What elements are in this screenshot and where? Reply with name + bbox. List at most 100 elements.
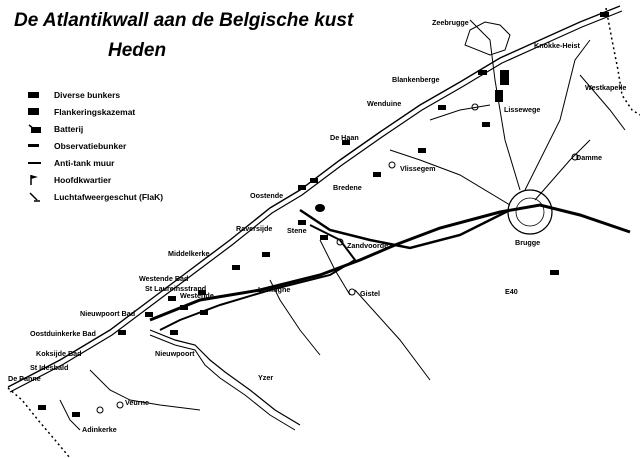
label-de-panne: De Panne [8, 374, 41, 383]
observation-bunker-icon [28, 144, 54, 147]
legend-label: Batterij [54, 123, 84, 134]
road-veurne [89, 369, 201, 411]
headquarters-flag-icon [28, 174, 54, 186]
label-de-haan: De Haan [330, 133, 359, 142]
flak-gun-icon [28, 191, 54, 203]
bunker-marker [310, 178, 318, 183]
legend-label: Diverse bunkers [54, 89, 121, 100]
casemate-icon [28, 108, 54, 115]
bunker-icon [28, 91, 54, 98]
label-oostduinkerke-bad: Oostduinkerke Bad [30, 329, 96, 338]
label-bredene: Bredene [333, 183, 362, 192]
map-legend: Diverse bunkers Flankeringskazemat Batte… [28, 86, 228, 205]
road-adinkerke [59, 399, 81, 431]
label-middelkerke: Middelkerke [168, 249, 210, 258]
road-brugge-zeebrugge [469, 19, 521, 191]
legend-label: Anti-tank muur [54, 157, 115, 168]
label-blankenberge: Blankenberge [392, 75, 440, 84]
road-stene-gistel [319, 239, 351, 296]
label-westende-bad: Westende Bad [139, 274, 188, 283]
label-vlissegem: Vlissegem [400, 164, 436, 173]
village-dot [388, 161, 396, 169]
road-brugge-knokke [524, 39, 591, 191]
label-adinkerke: Adinkerke [82, 425, 117, 434]
coastline-outer [7, 5, 621, 388]
bunker-marker [320, 235, 328, 240]
village-dot [571, 153, 579, 161]
bunker-marker [38, 405, 46, 410]
label-leffinghe: Leffinghe [258, 285, 290, 294]
legend-label: Flankeringskazemat [54, 106, 136, 117]
road-westkapelle [579, 74, 626, 131]
canal-oostende-brugge [299, 208, 511, 250]
label-zandvoorde: Zandvoorde [347, 241, 388, 250]
road-leffinghe [269, 279, 321, 356]
bunker-marker [373, 172, 381, 177]
road-gistel-east [354, 289, 431, 381]
bunker-marker [118, 330, 126, 335]
bunker-marker [550, 270, 559, 275]
zeebrugge-harbor [464, 21, 511, 56]
road-brugge-vlissegem [389, 149, 511, 206]
bunker-marker [180, 305, 188, 310]
bunker-marker [478, 70, 487, 75]
bunker-marker [198, 290, 206, 295]
label-brugge: Brugge [515, 238, 540, 247]
label-knokke-heist: Knokke-Heist [534, 41, 581, 50]
bunker-marker [170, 330, 178, 335]
bunker-marker [482, 122, 490, 127]
village-dot [348, 288, 356, 296]
road-brugge-damme [534, 139, 591, 201]
label-stene: Stene [287, 226, 307, 235]
label-st-laureinsstrand: St Laureinsstrand [145, 284, 206, 293]
bunker-marker [72, 412, 80, 417]
map-title: De Atlantikwall aan de Belgische kust [14, 10, 354, 31]
bunker-marker [315, 204, 325, 212]
bunker-marker [145, 312, 153, 317]
label-zeebrugge: Zeebrugge [432, 18, 469, 27]
label-st-idesbald: St Idesbald [30, 363, 68, 372]
bunker-marker [600, 12, 609, 17]
legend-item: Flankeringskazemat [28, 103, 228, 120]
bunker-marker [438, 105, 446, 110]
legend-label: Observatiebunker [54, 140, 127, 151]
legend-item: Diverse bunkers [28, 86, 228, 103]
brugge-ring [507, 189, 553, 235]
yzer-river-bank [149, 334, 296, 431]
map-subtitle: Heden [108, 40, 167, 61]
label-oostende: Oostende [250, 191, 283, 200]
battery-icon [28, 123, 54, 134]
legend-label: Luchtafweergeschut (FlaK) [54, 191, 164, 202]
yzer-river [149, 329, 301, 426]
bunker-marker [168, 296, 176, 301]
legend-item: Hoofdkwartier [28, 171, 228, 188]
label-koksijde-bad: Koksijde Bad [36, 349, 82, 358]
national-border [605, 7, 640, 116]
village-dot [96, 406, 104, 414]
village-dot [471, 103, 479, 111]
legend-label: Hoofdkwartier [54, 174, 112, 185]
village-dot [336, 238, 344, 246]
national-border-west [7, 387, 71, 458]
anti-tank-wall-icon [28, 161, 54, 164]
e40-highway [149, 203, 631, 322]
legend-item: Batterij [28, 120, 228, 137]
label-e40: E40 [505, 287, 518, 296]
bunker-marker [298, 220, 306, 225]
legend-item: Observatiebunker [28, 137, 228, 154]
label-westkapelle: Westkapelle [585, 83, 626, 92]
label-gistel: Gistel [360, 289, 380, 298]
legend-item: Luchtafweergeschut (FlaK) [28, 188, 228, 205]
label-nieuwpoort: Nieuwpoort [155, 349, 195, 358]
label-lissewege: Lissewege [504, 105, 540, 114]
bunker-marker [342, 140, 350, 145]
label-veurne: Veurne [125, 398, 149, 407]
label-yzer: Yzer [258, 373, 273, 382]
coastline-inner [9, 10, 623, 393]
road-lissewege [429, 104, 491, 121]
legend-item: Anti-tank muur [28, 154, 228, 171]
bunker-marker [500, 70, 509, 85]
label-wenduine: Wenduine [367, 99, 401, 108]
